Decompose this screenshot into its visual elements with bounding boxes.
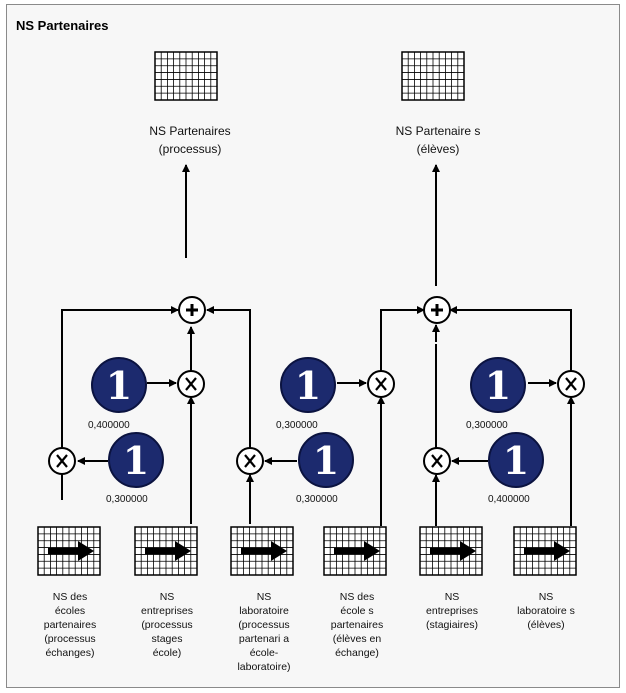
weight-label-6: 0,400000	[488, 494, 530, 505]
output-label-eleves: NS Partenaire s (élèves)	[395, 124, 481, 156]
edge-mult3-to-sum	[206, 306, 251, 448]
weight-label-2: 0,300000	[106, 494, 148, 505]
weight-label-3: 0,300000	[276, 420, 318, 431]
mult-operator-4	[367, 370, 395, 398]
constant-node-5: 1	[470, 357, 526, 413]
input-grid-4	[323, 526, 387, 576]
svg-text:1: 1	[295, 363, 321, 408]
weight-label-1: 0,400000	[88, 420, 130, 431]
input-label-4: NS des école s partenaires (élèves en éc…	[330, 591, 384, 659]
constant-node-4: 1	[298, 432, 354, 488]
input-label-2: NS entreprises (processus stages école)	[141, 591, 193, 659]
edge-mult6-to-sum2	[449, 306, 572, 371]
mult-operator-3	[236, 447, 264, 475]
mult-operator-1	[48, 447, 76, 475]
diagram-title: NS Partenaires	[16, 18, 109, 33]
input-grid-2	[134, 526, 198, 576]
input-grid-1	[37, 526, 101, 576]
input-grid-3	[230, 526, 294, 576]
mult-operator-5	[423, 447, 451, 475]
mult-operator-2	[177, 370, 205, 398]
output-label-processus: NS Partenaires (processus)	[149, 124, 231, 156]
weight-label-5: 0,300000	[466, 420, 508, 431]
constant-node-2: 1	[108, 432, 164, 488]
svg-text:1: 1	[503, 438, 529, 483]
constant-node-1: 1	[91, 357, 147, 413]
input-label-1: NS des écoles partenaires (processus éch…	[43, 591, 97, 659]
edge-mult1-to-sum	[61, 306, 179, 448]
sum-operator-processus	[178, 296, 206, 324]
weight-label-4: 0,300000	[296, 494, 338, 505]
input-label-3: NS laboratoire (processus partenari a éc…	[237, 591, 291, 673]
svg-text:1: 1	[485, 363, 511, 408]
input-grid-6	[513, 526, 577, 576]
edge-mult4-to-sum2	[380, 306, 425, 371]
sum-operator-eleves	[423, 296, 451, 324]
output-grid-eleves	[401, 51, 465, 101]
input-label-5: NS entreprises (stagiaires)	[426, 591, 478, 631]
svg-text:1: 1	[123, 438, 149, 483]
mult-operator-6	[557, 370, 585, 398]
input-grid-5	[419, 526, 483, 576]
output-grid-processus	[154, 51, 218, 101]
input-label-6: NS laboratoire s (élèves)	[517, 591, 575, 631]
constant-node-6: 1	[488, 432, 544, 488]
svg-text:1: 1	[106, 363, 132, 408]
constant-node-3: 1	[280, 357, 336, 413]
svg-text:1: 1	[313, 438, 339, 483]
